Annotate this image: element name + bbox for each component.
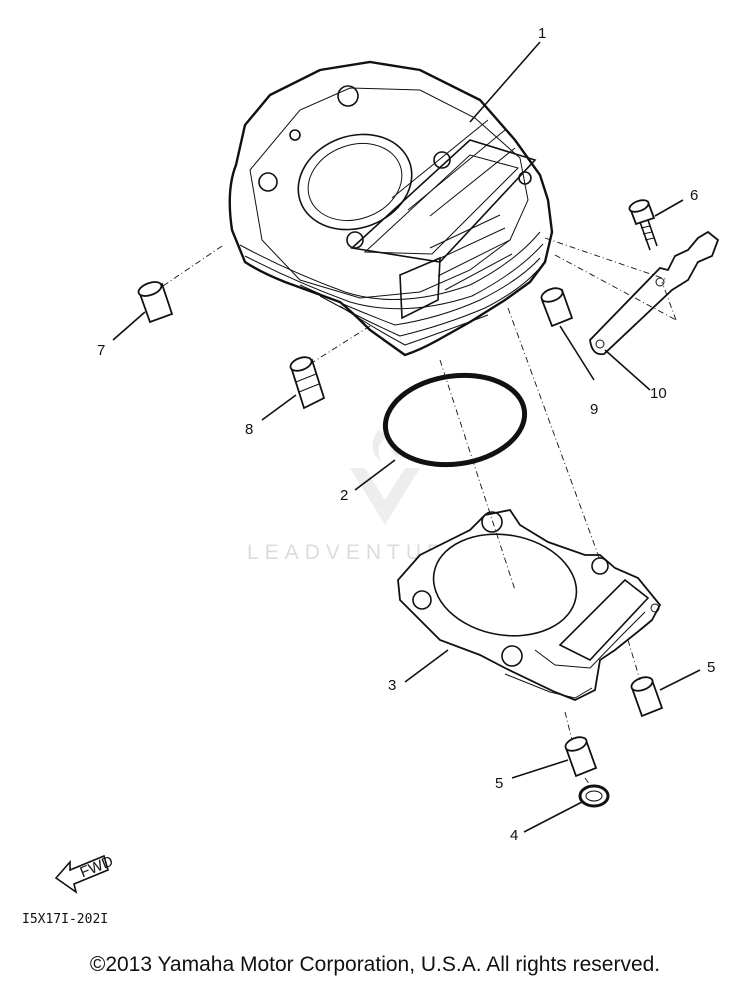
callout-7: 7 — [97, 342, 105, 359]
callout-8: 8 — [245, 421, 253, 438]
callout-5-upper: 5 — [707, 659, 715, 676]
leader-8 — [261, 394, 297, 421]
leader-1 — [469, 41, 541, 123]
part-gasket — [397, 508, 662, 701]
copyright-notice: ©2013 Yamaha Motor Corporation, U.S.A. A… — [89, 953, 661, 976]
leader-4 — [523, 801, 583, 833]
leader-5a — [659, 669, 701, 691]
leader-2 — [354, 459, 396, 491]
part-bolt — [628, 199, 658, 251]
callout-6: 6 — [690, 187, 698, 204]
leader-3 — [404, 649, 449, 683]
callout-9: 9 — [590, 401, 598, 418]
leader-10 — [604, 349, 651, 391]
callout-2: 2 — [340, 487, 348, 504]
callout-5-lower: 5 — [495, 775, 503, 792]
leader-lines — [112, 41, 701, 833]
watermark: LEADVENTURE — [247, 430, 468, 564]
leader-9 — [559, 325, 595, 381]
part-dowel-pin-upper — [630, 676, 664, 718]
callout-10: 10 — [650, 385, 667, 402]
part-o-ring — [382, 372, 528, 468]
part-bracket — [589, 230, 720, 356]
leader-5b — [511, 759, 569, 779]
part-dowel-pin-left — [137, 281, 174, 324]
leader-7 — [112, 311, 146, 341]
callout-labels: 1 2 3 4 5 5 6 7 8 9 10 — [97, 25, 715, 844]
part-dowel-pin-8 — [289, 356, 326, 410]
callout-4: 4 — [510, 827, 518, 844]
part-small-o-ring — [578, 784, 610, 808]
diagram-code: I5X17I-202I — [22, 912, 108, 927]
part-dowel-pin-9 — [540, 287, 574, 328]
fwd-arrow-icon: FWD — [54, 853, 116, 894]
fwd-label: FWD — [78, 853, 116, 882]
part-cylinder — [228, 60, 554, 357]
watermark-text: LEADVENTURE — [247, 541, 468, 564]
watermark-logo-icon — [350, 430, 420, 525]
part-dowel-pin-lower — [564, 736, 598, 778]
callout-3: 3 — [388, 677, 396, 694]
leader-6 — [654, 199, 684, 217]
callout-1: 1 — [538, 25, 546, 42]
assembly-lines — [159, 237, 677, 789]
